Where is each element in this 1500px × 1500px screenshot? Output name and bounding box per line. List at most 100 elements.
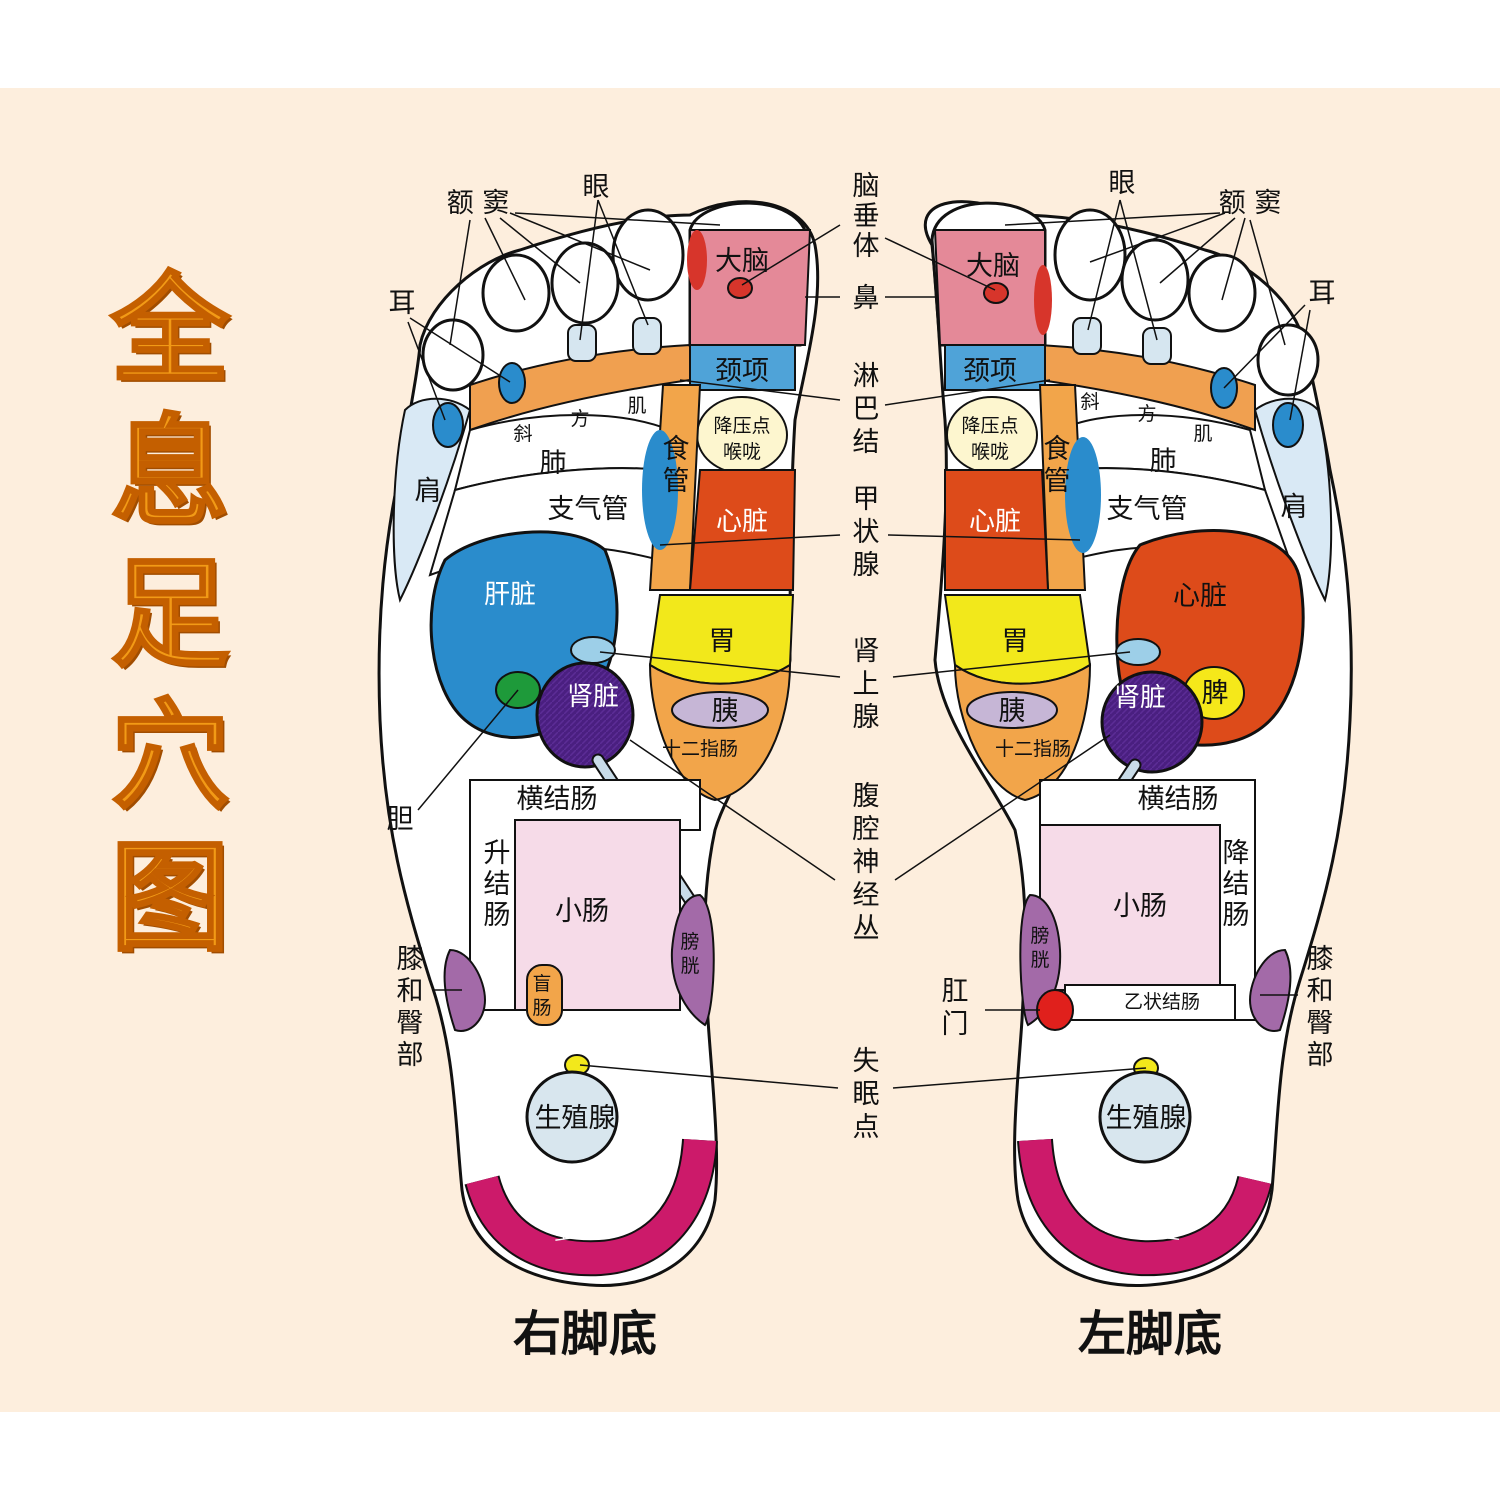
left-anus-zone [1037,990,1073,1030]
right-toe-4 [483,255,549,331]
bp-point-label: 降压点 [961,415,1018,437]
transverse-colon-label: 横结肠 [517,784,598,815]
duodenum-label: 十二指肠 [995,738,1071,760]
right-toe-2 [613,210,683,300]
nose-label: 鼻 [853,283,880,314]
spleen-label: 脾 [1202,678,1229,709]
sigmoid-colon-label: 乙状结肠 [1124,991,1200,1013]
left-temple-zone [1034,265,1052,335]
transverse-colon-label: 横结肠 [1138,784,1219,815]
center-labels: 脑 垂 体 鼻 淋 巴 结 甲 状 腺 肾 上 腺 腹 腔 神 经 丛 失 眠 … [853,171,880,1143]
ascending-colon-label: 肠 [484,900,511,931]
knee-hip-label: 和 [397,976,424,1007]
anus-label: 肛 [942,976,969,1007]
knee-hip-label: 部 [397,1040,424,1071]
pancreas-label: 胰 [999,696,1026,727]
trapezius-label: 斜 [513,423,532,445]
pituitary-label: 垂 [853,201,880,232]
shoulder-label: 肩 [415,476,442,507]
bp-point-label: 降压点 [713,415,770,437]
left-adrenal-zone [1116,639,1160,665]
heart-label: 心脏 [716,507,768,537]
knee-hip-label: 膝 [397,944,424,975]
knee-hip-label: 臀 [397,1008,424,1039]
brain-label: 大脑 [715,246,769,277]
left-foot-caption: 左脚底 [1078,1306,1222,1362]
esophagus-label: 管 [663,466,690,497]
knee-hip-label: 膝 [1307,944,1334,975]
gallbladder-label: 胆 [387,804,414,835]
ascending-colon-label: 结 [484,869,511,900]
right-toe-3 [552,243,618,323]
kidney-label: 肾脏 [567,682,619,712]
stomach-label: 胃 [709,626,736,657]
thyroid-label: 腺 [853,550,880,581]
throat-label: 喉咙 [971,441,1009,463]
ear-label: 耳 [1309,278,1336,309]
anus-label: 门 [942,1009,969,1040]
right-adrenal-zone [571,637,615,663]
knee-hip-label: 和 [1307,976,1334,1007]
left-toe-3 [1122,240,1188,320]
neck-label: 颈项 [963,356,1017,387]
lymph-label: 巴 [853,394,880,425]
thyroid-label: 状 [853,517,880,548]
trapezius-label: 方 [1137,403,1156,425]
bronchus-label: 支气管 [548,494,629,525]
adrenal-label: 上 [853,669,880,700]
heart-label: 心脏 [1173,581,1227,612]
left-toe-nail [1143,328,1171,364]
throat-label: 喉咙 [723,441,761,463]
right-foot-caption: 右脚底 [513,1306,657,1362]
pancreas-label: 胰 [712,696,739,727]
stomach-label: 胃 [1002,626,1029,657]
bladder-label: 膀 [680,931,699,953]
small-intestine-label: 小肠 [1113,891,1167,922]
adrenal-label: 腺 [853,702,880,733]
trapezius-label: 方 [570,408,589,430]
trapezius-label: 斜 [1080,391,1099,413]
knee-hip-label: 部 [1307,1040,1334,1071]
right-toe-nail [568,325,596,361]
celiac-plexus-label: 丛 [853,913,880,944]
right-ear-zone [499,363,525,403]
pituitary-label: 脑 [853,171,880,202]
bladder-label: 胱 [1030,949,1049,971]
right-temple-zone [687,230,707,290]
liver-label: 肝脏 [484,580,536,610]
eye-label: 眼 [583,172,610,203]
gonad-label: 生殖腺 [1106,1103,1187,1134]
esophagus-label: 食 [1044,434,1071,465]
celiac-plexus-label: 腔 [853,814,880,845]
sinus-label: 额 窦 [1219,188,1282,219]
kidney-label: 肾脏 [1114,683,1166,713]
bladder-label: 胱 [680,955,699,977]
left-toe-nail [1073,318,1101,354]
heart-center-label: 心脏 [969,507,1021,537]
brain-label: 大脑 [966,251,1020,282]
insomnia-label: 点 [853,1112,880,1143]
ear-label: 耳 [389,288,416,319]
shoulder-label: 肩 [1281,492,1308,523]
cecum-label: 肠 [532,997,551,1019]
celiac-plexus-label: 腹 [853,781,880,812]
celiac-plexus-label: 神 [853,847,880,878]
trapezius-label: 肌 [627,395,646,417]
descending-colon-label: 降 [1223,838,1250,869]
insomnia-label: 失 [853,1046,880,1077]
lung-label: 肺 [540,448,567,479]
left-ear-zone [1273,403,1303,447]
small-intestine-label: 小肠 [555,896,609,927]
insomnia-label: 眠 [853,1079,880,1110]
esophagus-label: 管 [1044,466,1071,497]
descending-colon-label: 结 [1223,869,1250,900]
celiac-plexus-label: 经 [853,880,880,911]
left-toe-4 [1189,255,1255,331]
left-toe-5 [1258,325,1318,395]
ascending-colon-label: 升 [484,838,511,869]
neck-label: 颈项 [715,356,769,387]
lymph-label: 淋 [853,361,880,392]
bladder-label: 膀 [1030,925,1049,947]
